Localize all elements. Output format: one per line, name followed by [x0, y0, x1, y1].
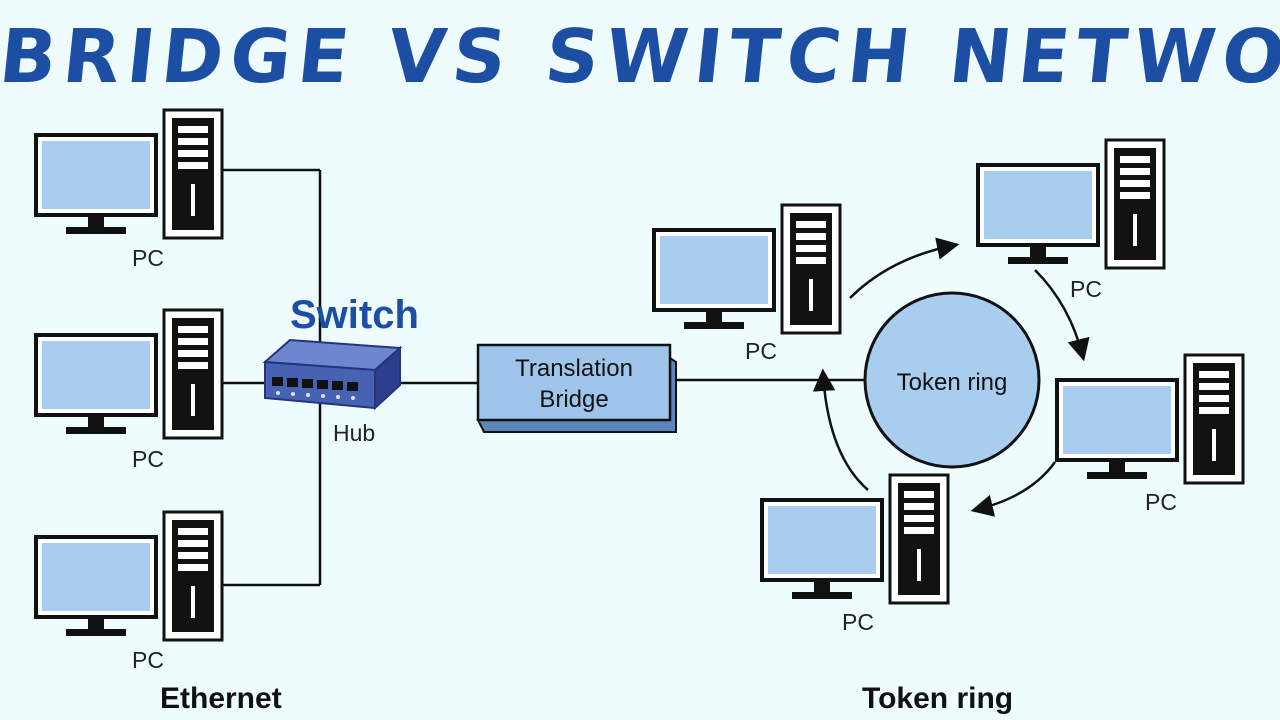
hub-label: Hub: [333, 420, 375, 446]
ring-pc-bottom: PC: [760, 473, 950, 635]
ring-pc-top-right: PC: [976, 138, 1166, 302]
token-ring-section-label: Token ring: [862, 682, 1013, 715]
ring-arrow-4: [812, 368, 869, 491]
pc-label: PC: [132, 245, 164, 271]
token-ring-node: Token ring: [863, 291, 1041, 469]
ring-arrow-3: [970, 461, 1057, 517]
ring-arrow-1: [849, 237, 960, 299]
ethernet-section-label: Ethernet: [160, 682, 282, 715]
pc-label: PC: [1145, 489, 1177, 515]
translation-bridge-box: Translation Bridge: [476, 343, 677, 433]
pc-label: PC: [1070, 276, 1102, 302]
ethernet-pc-1: PC: [34, 108, 224, 271]
ring-arrow-2: [1034, 269, 1090, 362]
ethernet-pc-3: PC: [34, 510, 224, 673]
hub-icon: [262, 338, 403, 411]
ring-pc-right: PC: [1055, 353, 1245, 515]
pc-label: PC: [132, 647, 164, 673]
switch-label: Switch: [290, 293, 419, 337]
ethernet-pc-2: PC: [34, 308, 224, 472]
pc-label: PC: [842, 609, 874, 635]
pc-label: PC: [745, 338, 777, 364]
bridge-label-line1: Translation: [515, 355, 633, 382]
token-ring-node-label: Token ring: [897, 369, 1008, 396]
bridge-label-line2: Bridge: [539, 386, 608, 413]
ring-pc-left: PC: [652, 203, 842, 364]
ring-flow-arrows: [812, 237, 1090, 517]
pc-label: PC: [132, 446, 164, 472]
